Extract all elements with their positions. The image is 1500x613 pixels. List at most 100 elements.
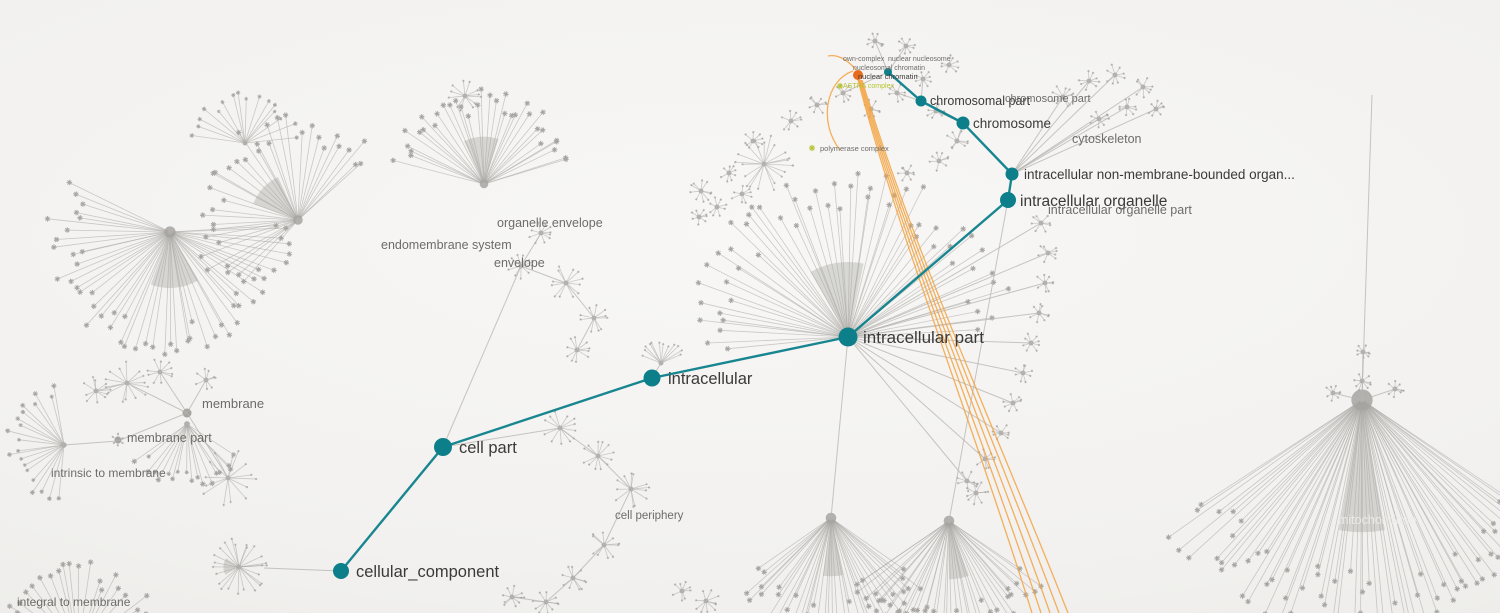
urchin-cluster[interactable] xyxy=(1352,372,1373,392)
urchin-cluster[interactable] xyxy=(565,335,592,364)
term-node-cc[interactable] xyxy=(333,563,349,579)
fan-cluster[interactable] xyxy=(43,179,294,359)
term-node-inmbo[interactable] xyxy=(1005,167,1019,181)
urchin-cluster[interactable] xyxy=(807,95,829,115)
spoke-tip-icon xyxy=(1105,68,1110,73)
urchin-cluster[interactable] xyxy=(550,264,585,299)
urchin-cluster[interactable] xyxy=(447,79,483,113)
fan-cluster[interactable] xyxy=(3,381,67,503)
term-label-inmbo[interactable]: intracellular non-membrane-bounded organ… xyxy=(1024,167,1295,182)
fan-cluster[interactable] xyxy=(1164,389,1500,613)
urchin-cluster[interactable] xyxy=(1386,379,1406,399)
term-node-ic[interactable] xyxy=(643,369,661,387)
urchin-cluster[interactable] xyxy=(965,480,990,507)
term-node-gray[interactable] xyxy=(114,436,122,444)
fan-cluster[interactable] xyxy=(852,515,1046,613)
fan-spoke xyxy=(745,142,763,163)
urchin-cluster[interactable] xyxy=(939,53,961,74)
term-node-chrp[interactable] xyxy=(915,95,927,107)
selected-node[interactable] xyxy=(853,70,863,80)
urchin-cluster[interactable] xyxy=(896,163,916,183)
term-node-chm[interactable] xyxy=(884,68,892,76)
urchin-cluster[interactable] xyxy=(1035,273,1055,294)
urchin-cluster[interactable] xyxy=(887,83,907,104)
cluster-label[interactable]: endomembrane system xyxy=(381,238,512,252)
urchin-cluster[interactable] xyxy=(1077,69,1101,92)
term-node-io[interactable] xyxy=(1000,192,1016,208)
tiny-label[interactable]: polymerase complex xyxy=(820,144,889,153)
term-label-ic[interactable]: intracellular xyxy=(668,370,753,388)
cluster-label[interactable]: cell periphery xyxy=(615,510,684,522)
urchin-cluster[interactable] xyxy=(1324,384,1342,403)
cluster-label[interactable]: mitochondrion xyxy=(1338,513,1417,527)
urchin-cluster[interactable] xyxy=(719,164,737,184)
urchin-cluster[interactable] xyxy=(542,410,578,446)
term-node-icp[interactable] xyxy=(838,327,858,347)
cluster-label[interactable]: cytoskeleton xyxy=(1072,132,1142,146)
urchin-cluster[interactable] xyxy=(1021,331,1041,353)
urchin-cluster[interactable] xyxy=(582,439,616,471)
fan-cluster[interactable] xyxy=(640,340,684,366)
urchin-cluster[interactable] xyxy=(1355,343,1372,360)
urchin-cluster[interactable] xyxy=(501,584,527,609)
term-label-cp[interactable]: cell part xyxy=(459,439,517,457)
urchin-cluster[interactable] xyxy=(690,208,709,227)
urchin-cluster[interactable] xyxy=(671,580,693,603)
urchin-cluster[interactable] xyxy=(945,129,970,150)
term-node-cp[interactable] xyxy=(434,438,452,456)
urchin-cluster[interactable] xyxy=(1117,97,1138,117)
term-label-chr[interactable]: chromosome xyxy=(973,116,1051,131)
urchin-cluster[interactable] xyxy=(688,178,713,204)
fan-cluster[interactable] xyxy=(129,421,237,489)
urchin-cluster[interactable] xyxy=(780,109,804,132)
cluster-label[interactable]: chromosome part xyxy=(1005,93,1091,105)
cluster-label[interactable]: membrane xyxy=(202,396,264,411)
cluster-label[interactable]: integral to membrane xyxy=(17,595,131,609)
urchin-cluster[interactable] xyxy=(103,360,150,404)
fan-cluster[interactable] xyxy=(211,536,269,596)
term-node-chr[interactable] xyxy=(956,116,970,130)
tiny-label[interactable]: own-complex xyxy=(843,56,885,63)
urchin-cluster[interactable] xyxy=(194,367,218,391)
fan-cluster[interactable] xyxy=(197,111,369,286)
urchin-cluster[interactable] xyxy=(591,531,621,560)
cluster-label[interactable]: organelle envelope xyxy=(497,216,603,230)
urchin-cluster[interactable] xyxy=(506,253,535,281)
term-label-cc[interactable]: cellular_component xyxy=(356,563,500,581)
cluster-label[interactable]: membrane part xyxy=(127,431,212,445)
urchin-cluster[interactable] xyxy=(928,150,950,173)
urchin-cluster[interactable] xyxy=(145,358,175,385)
green-marker-icon[interactable] xyxy=(808,144,816,152)
urchin-cluster[interactable] xyxy=(1028,302,1051,324)
cluster-label[interactable]: envelope xyxy=(494,256,545,270)
tiny-label[interactable]: nucleosomal chromatin xyxy=(853,65,925,72)
term-label-chrp[interactable]: chromosomal part xyxy=(930,94,1031,108)
term-label-icp[interactable]: intracellular part xyxy=(863,328,984,347)
urchin-cluster[interactable] xyxy=(201,449,259,507)
tiny-label[interactable]: nuclear chromatin xyxy=(858,72,918,81)
urchin-cluster[interactable] xyxy=(1089,110,1111,129)
fan-cluster[interactable] xyxy=(388,85,571,189)
urchin-cluster[interactable] xyxy=(1013,363,1034,384)
tiny-label[interactable]: ASTRA complex xyxy=(843,83,894,90)
urchin-cluster[interactable] xyxy=(694,588,721,613)
urchin-cluster[interactable] xyxy=(708,195,729,218)
urchin-cluster[interactable] xyxy=(560,564,588,592)
urchin-cluster[interactable] xyxy=(914,70,933,88)
fan-cluster[interactable] xyxy=(733,133,795,192)
urchin-cluster[interactable] xyxy=(897,37,917,56)
fan-cluster[interactable] xyxy=(694,169,1013,353)
urchin-cluster[interactable] xyxy=(1134,76,1155,99)
urchin-cluster[interactable] xyxy=(730,184,754,205)
urchin-cluster[interactable] xyxy=(1147,98,1166,118)
urchin-cluster[interactable] xyxy=(1036,244,1059,264)
urchin-cluster[interactable] xyxy=(743,130,765,150)
tiny-label[interactable]: nuclear nucleosome xyxy=(888,56,951,63)
urchin-cluster[interactable] xyxy=(865,31,885,49)
fan-cluster[interactable] xyxy=(188,89,301,146)
cluster-label[interactable]: intrinsic to membrane xyxy=(51,466,166,480)
fan-cluster[interactable] xyxy=(742,512,925,613)
term-label-io[interactable]: intracellular organelle xyxy=(1020,193,1167,210)
cluster-label[interactable]: intracellular organelle part xyxy=(1048,203,1192,217)
urchin-cluster[interactable] xyxy=(1029,214,1053,234)
